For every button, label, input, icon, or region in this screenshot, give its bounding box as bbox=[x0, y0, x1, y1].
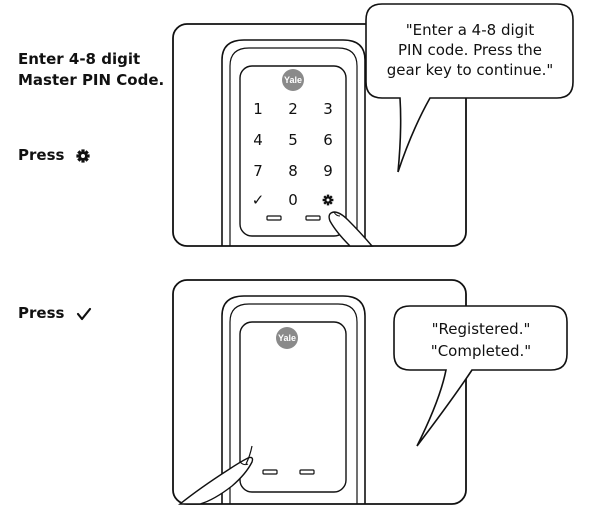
top-bubble-line-1: "Enter a 4-8 digit bbox=[405, 21, 535, 39]
check-icon bbox=[76, 307, 91, 320]
top-finger bbox=[328, 211, 374, 247]
top-speech-bubble bbox=[365, 3, 574, 173]
bottom-lock-body bbox=[221, 295, 366, 504]
top-indicator-left bbox=[266, 215, 282, 221]
key-gear-icon[interactable] bbox=[322, 194, 334, 206]
bottom-finger bbox=[178, 456, 254, 505]
bottom-indicator-right bbox=[299, 469, 315, 475]
step-2-label: Press bbox=[18, 145, 90, 166]
top-yale-logo bbox=[282, 69, 304, 91]
key-9[interactable]: 9 bbox=[323, 162, 333, 180]
top-touch-panel bbox=[239, 65, 347, 237]
key-5[interactable]: 5 bbox=[288, 131, 298, 149]
top-indicator-right bbox=[305, 215, 321, 221]
bottom-bubble-text: "Registered." "Completed." bbox=[398, 318, 564, 362]
key-7[interactable]: 7 bbox=[253, 162, 263, 180]
bottom-speech-bubble bbox=[393, 305, 568, 447]
key-4[interactable]: 4 bbox=[253, 131, 263, 149]
bottom-yale-logo-text: Yale bbox=[278, 333, 296, 343]
top-panel: Yale 1 2 3 4 5 6 7 8 9 ✓ 0 bbox=[172, 3, 574, 247]
step-2-text: Press bbox=[18, 146, 65, 164]
key-6[interactable]: 6 bbox=[323, 131, 333, 149]
key-8[interactable]: 8 bbox=[288, 162, 298, 180]
key-check[interactable]: ✓ bbox=[252, 191, 265, 209]
key-3[interactable]: 3 bbox=[323, 100, 333, 118]
top-bubble-line-2: PIN code. Press the bbox=[397, 41, 543, 59]
step-3-text: Press bbox=[18, 304, 65, 322]
bottom-panel: Yale bbox=[172, 279, 568, 505]
gear-icon bbox=[76, 148, 90, 163]
bottom-touch-panel bbox=[239, 321, 347, 493]
bottom-indicator-left bbox=[262, 469, 278, 475]
key-0[interactable]: 0 bbox=[288, 191, 298, 209]
step-3-label: Press bbox=[18, 303, 92, 324]
bottom-yale-logo bbox=[276, 327, 298, 349]
keypad: 1 2 3 4 5 6 7 8 9 ✓ 0 bbox=[252, 100, 334, 209]
top-lock-body bbox=[221, 39, 366, 246]
step-1-line-2: Master PIN Code. bbox=[18, 71, 165, 89]
top-yale-logo-text: Yale bbox=[284, 75, 302, 85]
top-bubble-text: "Enter a 4-8 digit PIN code. Press the g… bbox=[370, 20, 570, 80]
top-bubble-line-3: gear key to continue." bbox=[386, 61, 554, 79]
step-1-line-1: Enter 4-8 digit bbox=[18, 50, 141, 68]
key-2[interactable]: 2 bbox=[288, 100, 298, 118]
key-1[interactable]: 1 bbox=[253, 100, 263, 118]
step-1-label: Enter 4-8 digit Master PIN Code. bbox=[18, 49, 164, 91]
bottom-bubble-line-1: "Registered." bbox=[431, 320, 531, 338]
bottom-bubble-line-2: "Completed." bbox=[430, 342, 532, 360]
